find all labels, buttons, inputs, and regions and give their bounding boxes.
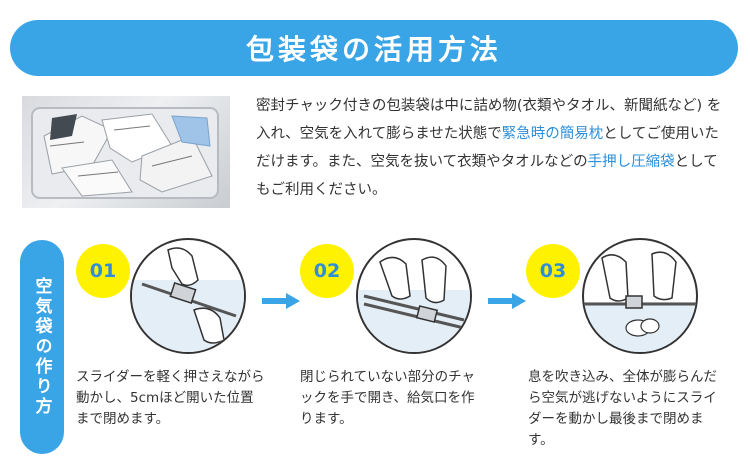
step-3-text: 息を吹き込み、全体が膨らんだら空気が逃げないようにスライダーを動かし最後まで閉め… [528, 369, 717, 448]
arrow-right-icon [262, 293, 300, 309]
page-title: 包装袋の活用方法 [245, 33, 502, 66]
arrow-right-icon [488, 293, 526, 309]
step-2-text: 閉じられていない部分のチャックを手で開き、給気口を作ります。 [300, 369, 475, 427]
step-3-illustration [582, 238, 698, 354]
step-1-text: スライダーを軽く押さえながら動かし、5cmほど開いた位置まで閉めます。 [76, 369, 265, 427]
step-2-illustration [356, 238, 472, 354]
highlight-compression-bag: 手押し圧縮袋 [587, 154, 675, 170]
intro-text-2: としてご使用いただけます。また、空気を抜いて衣類やタオルなどの [256, 126, 719, 170]
title-banner: 包装袋の活用方法 [10, 20, 738, 76]
step-1-illustration [130, 238, 246, 354]
intro-paragraph: 密封チャック付きの包装袋は中に詰め物(衣類やタオル、新聞紙など) を入れ、空気を… [256, 92, 728, 204]
step-number-badge: 03 [526, 244, 580, 298]
section-tab-label: 空気袋の作り方 [31, 277, 52, 417]
section-tab: 空気袋の作り方 [20, 240, 64, 454]
highlight-emergency-pillow: 緊急時の簡易枕 [501, 126, 604, 142]
step-number-badge: 02 [300, 244, 354, 298]
intro-text-1: 密封チャック付きの包装袋は中に詰め物(衣類やタオル、新聞紙など) を入れ、空気を… [256, 98, 722, 142]
intro-text-3: としてもご利用ください。 [256, 154, 718, 198]
product-photo [22, 96, 230, 208]
step-number-badge: 01 [76, 244, 130, 298]
